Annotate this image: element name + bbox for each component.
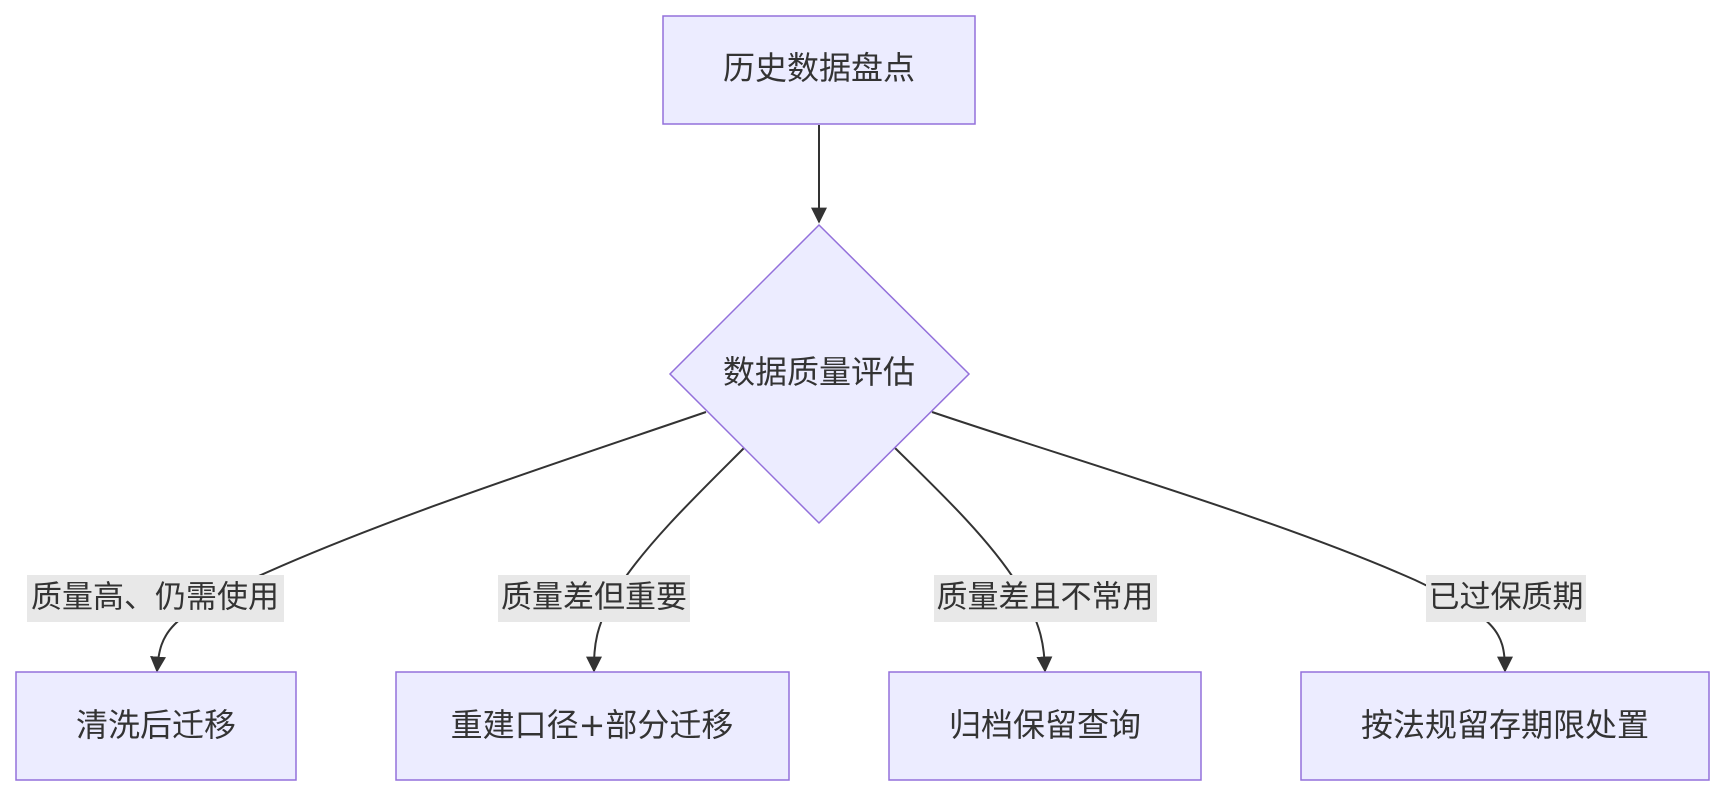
node-clean-migrate: 清洗后迁移 [15,671,297,781]
edge-label-poor-important: 质量差但重要 [498,575,690,622]
node-rebuild-partial-label: 重建口径+部分迁移 [451,706,734,744]
node-clean-migrate-label: 清洗后迁移 [76,706,236,744]
node-decision-label: 数据质量评估 [723,353,915,391]
node-decision: 数据质量评估 [668,223,971,525]
edge-label-high-quality: 质量高、仍需使用 [27,575,284,622]
edge-label-expired: 已过保质期 [1426,575,1586,622]
edge-decision-to-archive [894,447,1053,673]
edge-decision-to-dispose [931,411,1513,673]
edge-label-expired-text: 已过保质期 [1429,580,1584,616]
edge-label-poor-rare-text: 质量差且不常用 [937,580,1154,616]
edge-label-poor-rare: 质量差且不常用 [934,575,1157,622]
node-start: 历史数据盘点 [662,15,976,125]
edge-decision-to-clean [150,411,707,673]
edge-decision-to-rebuild [586,447,745,673]
node-start-label: 历史数据盘点 [723,49,915,87]
node-legal-dispose-label: 按法规留存期限处置 [1361,706,1649,744]
node-rebuild-partial: 重建口径+部分迁移 [395,671,790,781]
node-archive-query: 归档保留查询 [888,671,1202,781]
node-legal-dispose: 按法规留存期限处置 [1300,671,1710,781]
edge-label-poor-important-text: 质量差但重要 [501,580,687,616]
edge-label-high-quality-text: 质量高、仍需使用 [31,580,279,616]
node-archive-query-label: 归档保留查询 [949,706,1141,744]
